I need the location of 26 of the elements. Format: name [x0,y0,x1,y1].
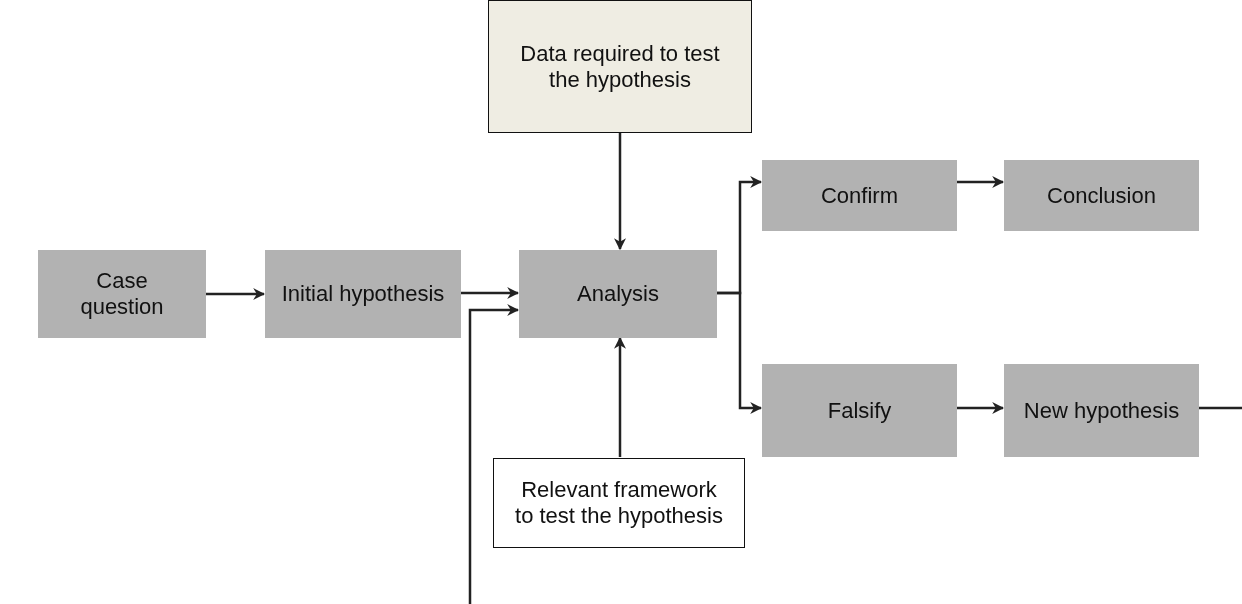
process-box [762,364,957,457]
arrow [461,287,520,299]
input-box [488,0,752,133]
process-box [762,160,957,231]
arrow [614,336,626,457]
node-label: Data required to test the hypothesis [519,40,721,93]
node-label: Falsify [827,397,892,424]
arrow [957,176,1005,188]
process-box [38,250,206,338]
arrow [468,304,520,604]
process-box [265,250,461,338]
process-box [519,250,717,338]
node-label: Confirm [821,182,898,209]
arrow [717,291,763,414]
node-label: Initial hypothesis [281,281,445,307]
node-label: New hypothesis [1023,397,1180,424]
process-box [1004,364,1199,457]
node-label: Relevant framework to test the hypothesis [514,477,724,529]
arrow [206,288,266,300]
node-label: Case question [79,268,165,320]
node-label: Analysis [577,281,659,307]
input-box [493,458,745,548]
process-box [1004,160,1199,231]
arrow [957,402,1005,414]
arrow [614,133,626,251]
node-label: Conclusion [1047,182,1156,209]
